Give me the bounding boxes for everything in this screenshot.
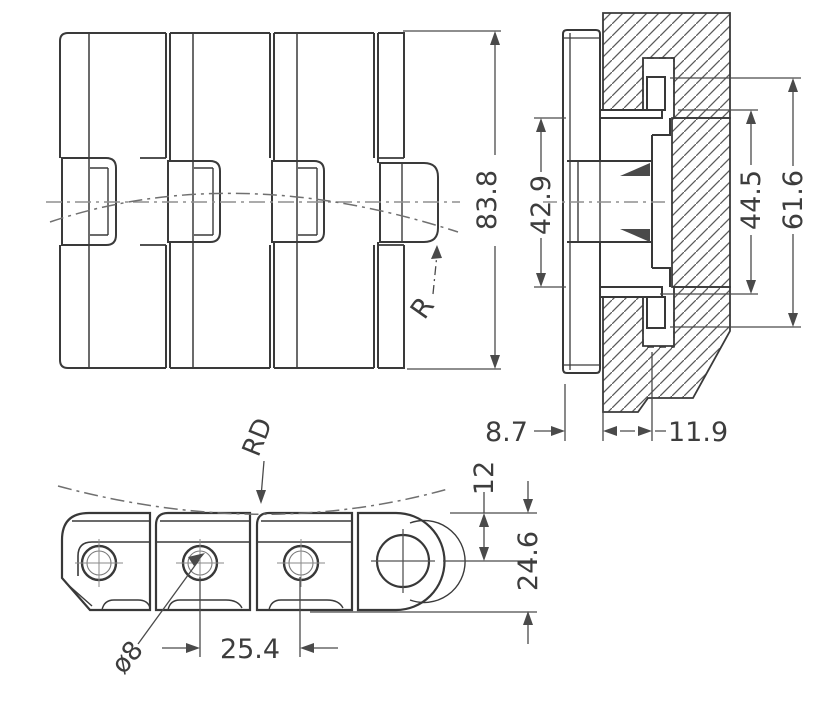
guide-rail-section [602, 12, 731, 413]
dim-link-height: 24.6 [513, 531, 544, 591]
pitch-dim-lines [162, 577, 338, 657]
dim-corner-radius: R [405, 292, 441, 325]
pin-dia-leader-arrow [188, 553, 205, 566]
link-1 [60, 511, 152, 612]
section-dim-lines [534, 77, 801, 328]
rd-leader-arrow [256, 490, 266, 504]
pin-boss-upper [620, 163, 650, 176]
link-3 [255, 511, 354, 612]
dim-overall-width-lines [403, 30, 501, 370]
pin-holes [75, 529, 435, 593]
thickness-dim-lines [534, 352, 666, 441]
label-flex-radius: RD [237, 414, 279, 461]
r-leader-arrow [431, 245, 442, 259]
side-flex-arc [57, 485, 449, 515]
link-2 [154, 511, 252, 612]
height-dim-lines [310, 481, 537, 644]
dim-pin-diameter: ø8 [106, 636, 150, 680]
dim-hinge-width: 42.9 [526, 175, 557, 235]
pin-boss-lower [620, 229, 650, 242]
plan-view [46, 32, 460, 369]
dim-tab-outer-width: 61.6 [778, 170, 809, 230]
dim-plate-thickness: 8.7 [485, 417, 528, 448]
section-view [543, 12, 731, 413]
dim-pitch: 25.4 [220, 634, 280, 665]
dim-top-to-pin: 12 [469, 461, 500, 495]
dim-overall-width: 83.8 [472, 170, 503, 230]
dim-guide-clearance: 44.5 [736, 170, 767, 230]
chain-section [562, 29, 671, 374]
dim-tab-inset: 11.9 [668, 417, 728, 448]
plan-flex-arc [49, 192, 459, 233]
